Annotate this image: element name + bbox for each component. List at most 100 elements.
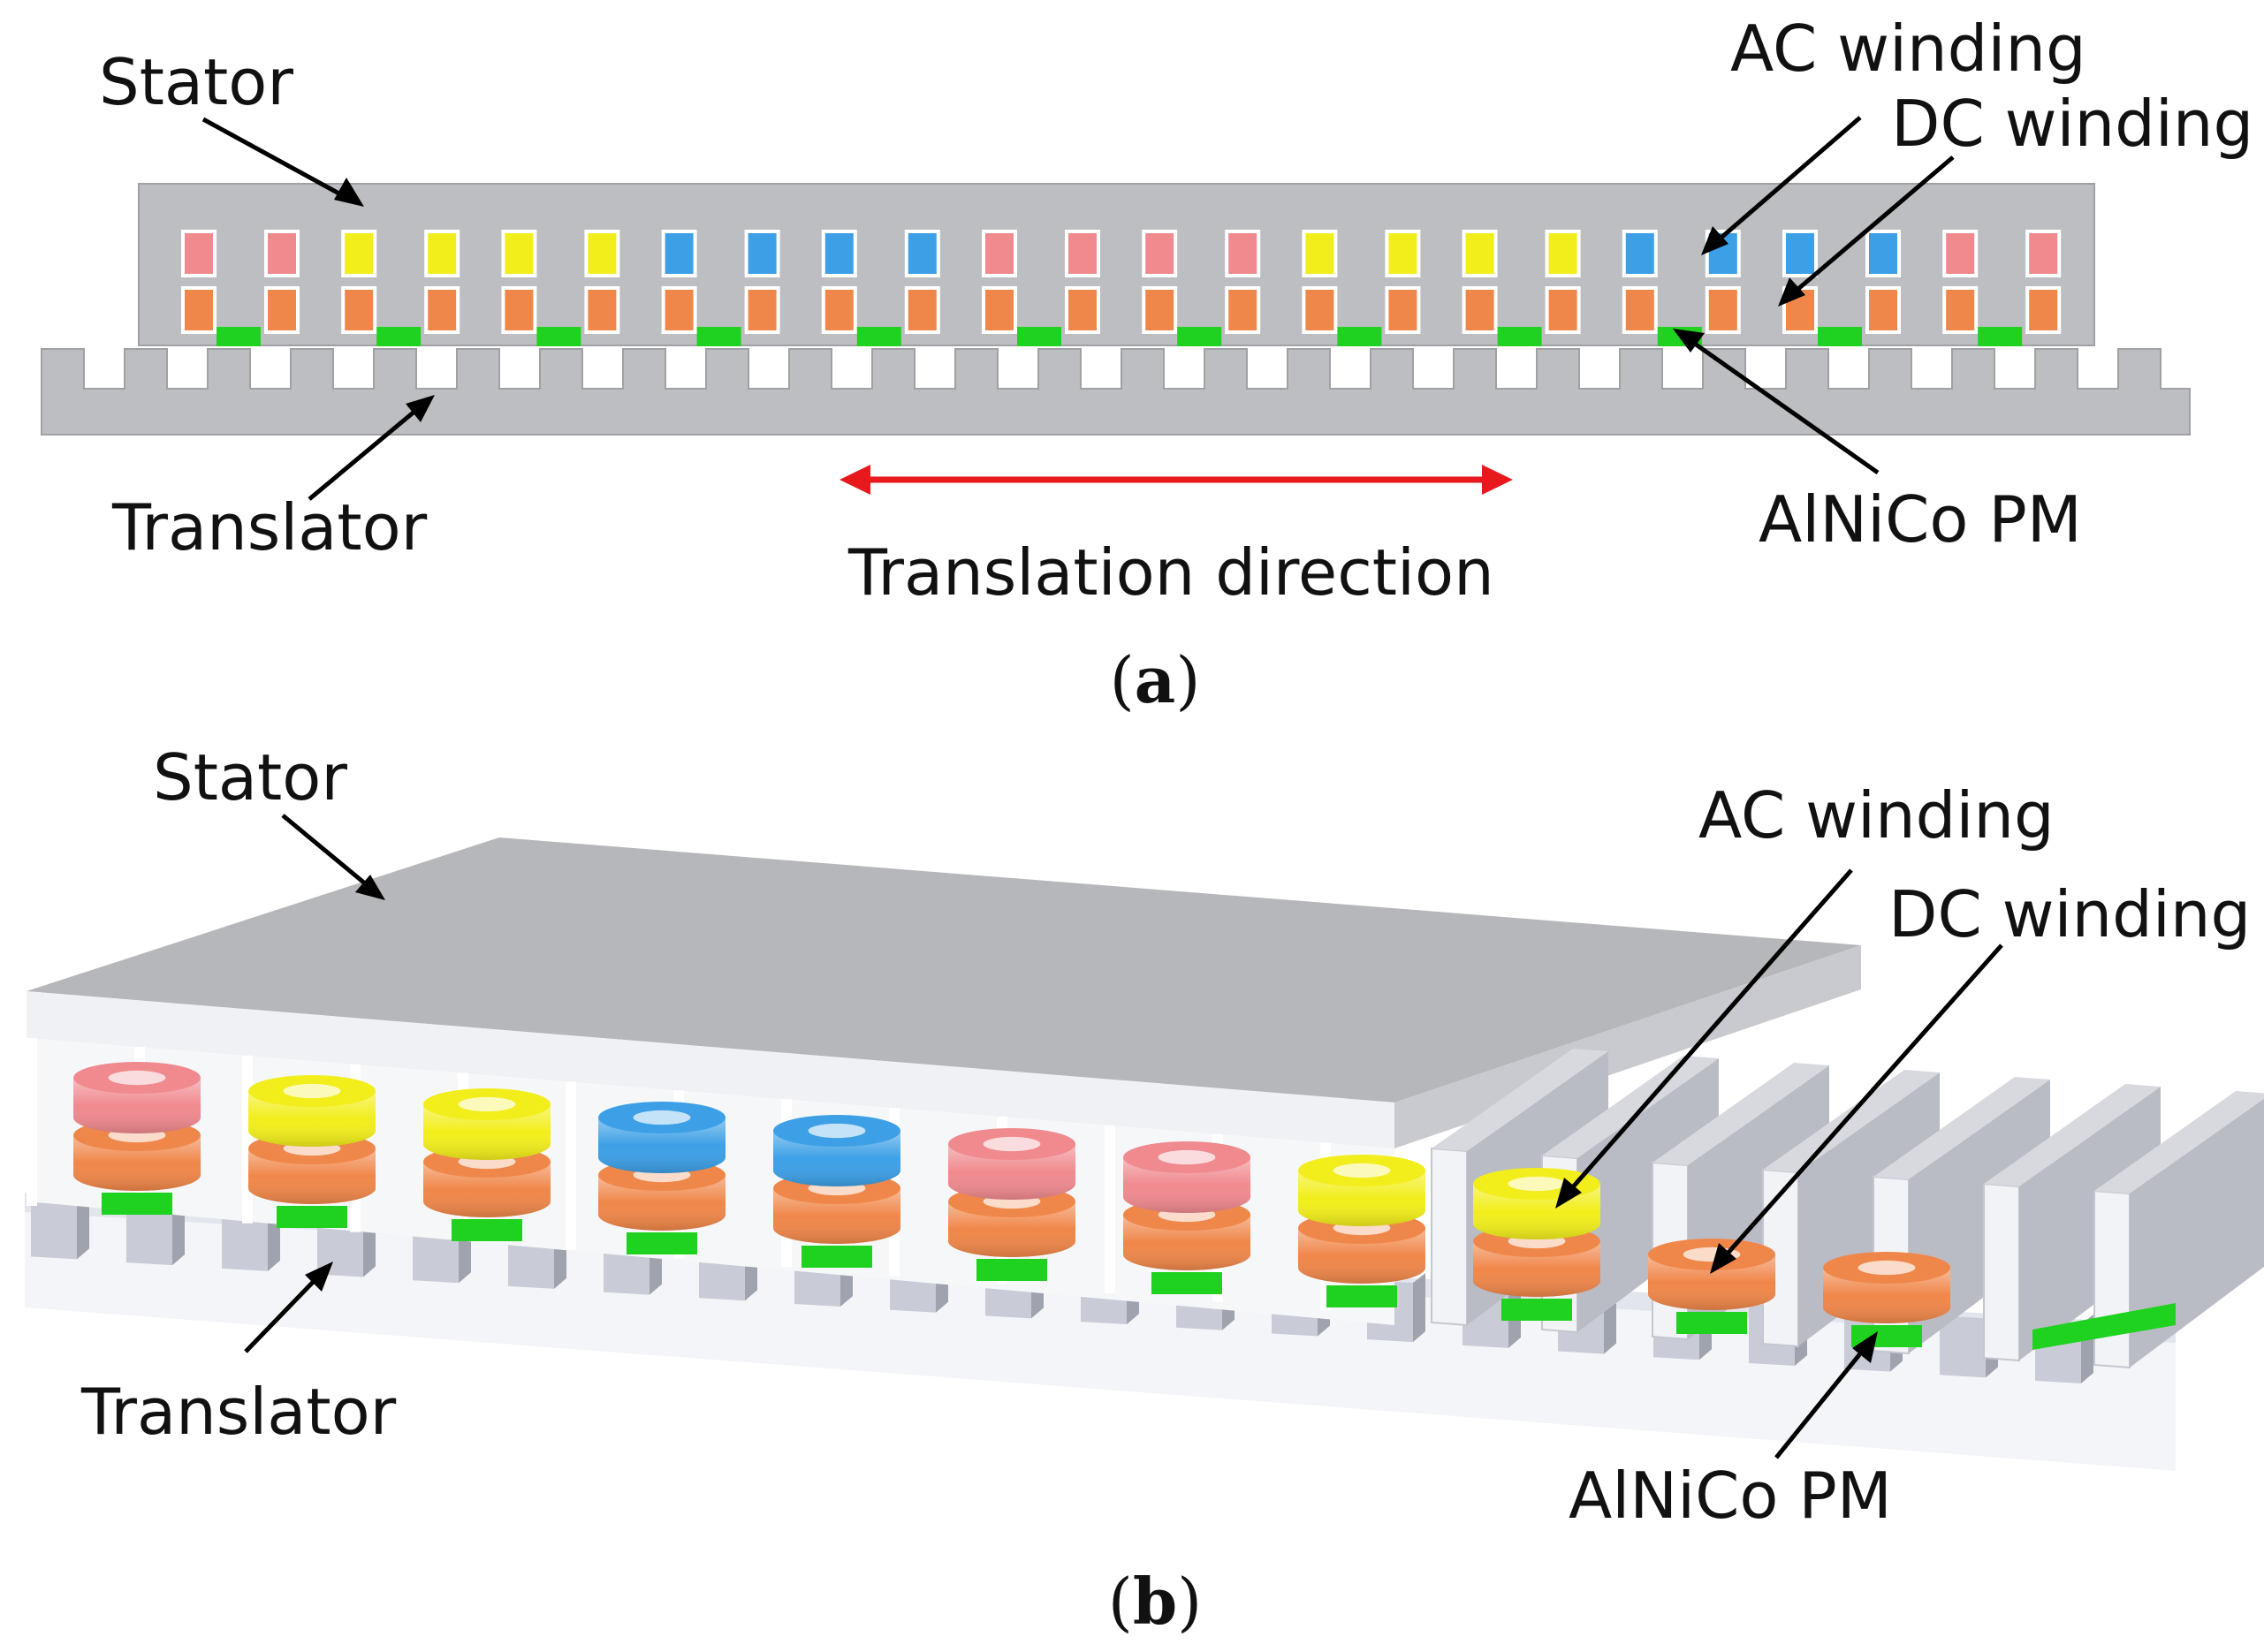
- ac-coil: [1302, 230, 1338, 277]
- open-tooth-side: [2019, 1087, 2161, 1360]
- dc-coil-shade: [1298, 1228, 1425, 1284]
- ac-coil: [181, 230, 217, 277]
- ac-coil: [1622, 230, 1658, 277]
- panel-a-pm-arrowhead: [1673, 329, 1705, 352]
- panel-b-leaders: [244, 814, 2003, 1459]
- ac-coil: [501, 230, 537, 277]
- translator-tooth: [222, 1209, 268, 1271]
- ac-coil: [584, 230, 620, 277]
- dc-coil-shade: [948, 1201, 1075, 1257]
- open-tooth-face: [1431, 1147, 1468, 1327]
- ac-coil-shade: [1298, 1171, 1425, 1226]
- ac-coil-shade: [773, 1131, 900, 1186]
- stator-slot-divider: [566, 1081, 576, 1250]
- ac-coil-hole: [283, 1083, 341, 1099]
- dc-coil-shade: [773, 1188, 900, 1244]
- alnico-pm: [217, 327, 261, 346]
- panel-b-stator-arrowhead: [355, 875, 385, 900]
- ac-coil-hole: [108, 1070, 166, 1086]
- ac-coil: [982, 230, 1017, 277]
- panel-b-pm-arrow: [1774, 1341, 1871, 1459]
- alnico-pm: [802, 1246, 872, 1268]
- dc-coil: [584, 286, 620, 334]
- translator-tooth: [126, 1203, 172, 1266]
- panel-a-translator-arrow: [308, 400, 428, 501]
- panel-b-dc-winding-arrowhead: [1710, 1243, 1736, 1274]
- ac-coil: [2025, 230, 2062, 277]
- open-tooth-top: [1432, 1049, 1608, 1151]
- alnico-pm: [1337, 327, 1382, 346]
- dc-coil: [1622, 286, 1658, 334]
- open-tooth-top: [1984, 1084, 2161, 1186]
- dc-coil-shade: [598, 1175, 726, 1231]
- panel-b-3d-view: Stator AC winding DC winding Translator …: [25, 740, 2264, 1639]
- dc-coil-shade: [73, 1135, 201, 1191]
- open-tooth-top: [2094, 1091, 2264, 1194]
- panel-a-stator-arrow: [201, 117, 355, 204]
- open-tooth-top: [1873, 1077, 2050, 1179]
- dc-coil-hole: [1858, 1260, 1916, 1276]
- ac-coil-shade: [598, 1118, 726, 1173]
- open-tooth-face: [2093, 1189, 2131, 1369]
- translator-tooth-side: [77, 1190, 89, 1260]
- dc-coil: [424, 286, 460, 334]
- alnico-pm: [1017, 327, 1061, 346]
- alnico-pm: [376, 327, 422, 346]
- panel-a-dc-winding-arrow: [1785, 155, 1955, 300]
- dc-coil: [661, 286, 697, 334]
- panel-b-translator-arrow: [244, 1270, 324, 1353]
- ac-coil: [264, 230, 300, 277]
- alnico-pm: [1676, 1312, 1747, 1334]
- dc-coil: [264, 286, 300, 334]
- ac-coil: [1782, 230, 1818, 277]
- alnico-pm: [976, 1259, 1047, 1281]
- panel-a-translation-arrow: [840, 465, 1513, 495]
- panel-a-stator: [138, 183, 2095, 346]
- ac-coil: [904, 230, 940, 277]
- panel-b-stator-top: [27, 837, 1861, 1103]
- alnico-pm: [1151, 1272, 1222, 1294]
- panel-a-translator-arrowhead: [406, 395, 435, 422]
- dc-coil: [1065, 286, 1100, 334]
- dc-coil: [2025, 286, 2062, 334]
- dc-coil: [1462, 286, 1498, 334]
- panel-a-direction-label: Translation direction: [847, 535, 1494, 610]
- dc-coil: [1865, 286, 1901, 334]
- ac-coil-hole: [1158, 1149, 1216, 1165]
- ac-coil: [1385, 230, 1421, 277]
- panel-b-pm-arrowhead: [1852, 1331, 1878, 1363]
- panel-a-leaders: [201, 116, 1955, 501]
- panel-b-ac-winding-arrowhead: [1555, 1178, 1582, 1209]
- panel-a-stator-arrowhead: [334, 178, 364, 207]
- alnico-pm-strip: [2032, 1303, 2176, 1350]
- panel-a-ac-winding-arrow: [1708, 116, 1862, 249]
- alnico-pm: [1818, 327, 1862, 346]
- ac-coil-hole: [1508, 1176, 1566, 1192]
- open-tooth-top: [1542, 1056, 1719, 1158]
- open-tooth-face: [1983, 1182, 2020, 1362]
- ac-coil: [1865, 230, 1901, 277]
- panel-b-dc-winding-arrow: [1717, 943, 2003, 1265]
- dc-coil: [1942, 286, 1979, 334]
- panel-b-dc-winding-label: DC winding: [1888, 877, 2251, 951]
- dc-coil-shade: [1473, 1241, 1600, 1297]
- panel-a-coils: [181, 230, 2062, 346]
- panel-a-arrowheads: [334, 178, 1805, 422]
- ac-coil: [424, 230, 460, 277]
- dc-coil: [1385, 286, 1421, 334]
- dc-coil: [982, 286, 1017, 334]
- alnico-pm: [102, 1193, 172, 1215]
- alnico-pm: [627, 1232, 697, 1254]
- dc-coil-shade: [423, 1162, 551, 1217]
- dc-coil: [744, 286, 780, 334]
- panel-b-stator-arrow: [281, 814, 377, 894]
- alnico-pm: [1978, 327, 2023, 346]
- dc-coil: [341, 286, 377, 334]
- stator-slot-divider: [27, 1038, 37, 1206]
- panel-b-arrowheads: [305, 875, 1878, 1363]
- panel-b-translator-label: Translator: [80, 1375, 397, 1449]
- ac-coil-shade: [1123, 1157, 1250, 1213]
- open-tooth-top: [1652, 1063, 1829, 1165]
- ac-coil-hole: [458, 1096, 516, 1112]
- panel-a-caption: (a): [1110, 642, 1201, 717]
